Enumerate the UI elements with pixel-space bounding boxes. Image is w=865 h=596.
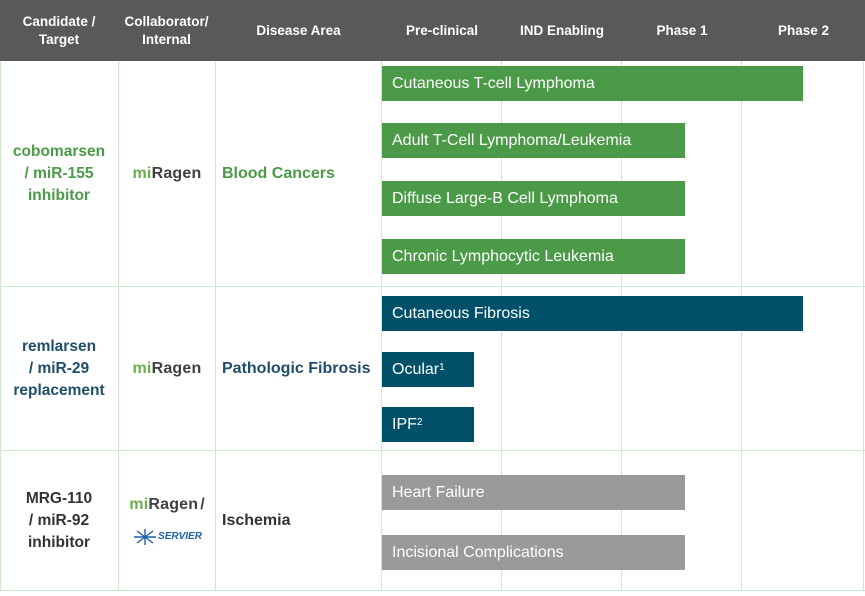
pipeline-header: Candidate /Target Collaborator/Internal …	[0, 0, 865, 61]
header-candidate: Candidate /Target	[22, 13, 96, 47]
grid-line	[0, 61, 1, 591]
header-phase-preclinical: Pre-clinical	[405, 22, 479, 38]
program-bar: Incisional Complications	[382, 535, 685, 570]
grid-line	[118, 61, 119, 591]
collaborator-logos: miRagen/ SERVIER	[119, 451, 215, 590]
row-divider	[0, 590, 865, 591]
header-phase-1: Phase 1	[656, 22, 708, 38]
header-disease-area: Disease Area	[256, 22, 341, 38]
collaborator-miragen-logo: miRagen	[132, 164, 202, 182]
program-bar: Adult T-Cell Lymphoma/Leukemia	[382, 123, 685, 158]
program-bar: Chronic Lymphocytic Leukemia	[382, 239, 685, 274]
header-phase-ind: IND Enabling	[520, 22, 604, 38]
disease-area-ischemia: Ischemia	[222, 511, 291, 529]
servier-logo: SERVIER	[132, 528, 202, 546]
grid-line	[215, 61, 216, 591]
grid-line	[863, 61, 864, 591]
disease-area-pathologic-fibrosis: Pathologic Fibrosis	[222, 359, 371, 377]
disease-area-blood-cancers: Blood Cancers	[222, 164, 335, 182]
collaborator-miragen-logo: miRagen	[132, 359, 202, 377]
grid-line	[381, 61, 382, 591]
program-bar: Heart Failure	[382, 475, 685, 510]
program-bar: Cutaneous Fibrosis	[382, 296, 803, 331]
program-bar: Diffuse Large-B Cell Lymphoma	[382, 181, 685, 216]
servier-star-icon	[134, 528, 157, 545]
program-bar: Cutaneous T-cell Lymphoma	[382, 66, 803, 101]
row-divider	[0, 286, 865, 287]
header-collaborator: Collaborator/Internal	[124, 13, 209, 47]
row-divider	[0, 450, 865, 451]
header-phase-2: Phase 2	[777, 22, 830, 38]
miragen-logo: miRagen	[129, 495, 199, 513]
